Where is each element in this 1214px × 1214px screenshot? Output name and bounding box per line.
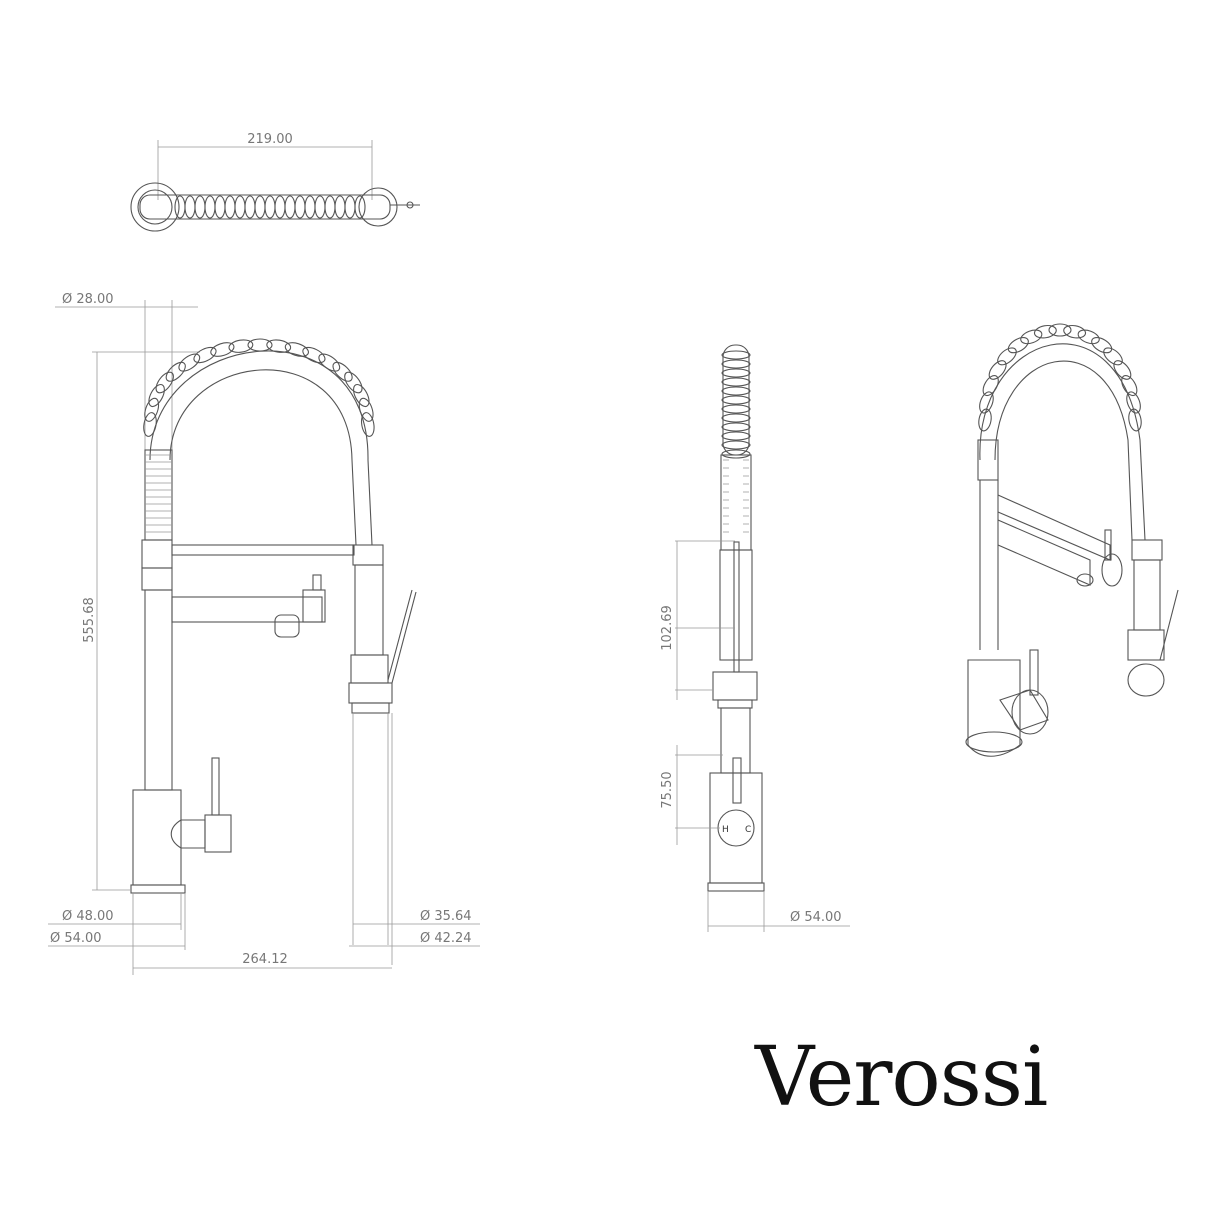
handle-height-label: 75.50 <box>660 771 675 808</box>
spring-coil <box>314 195 326 219</box>
spring-coil <box>721 350 751 360</box>
spring-coil <box>1033 324 1057 339</box>
spring-coil <box>978 408 992 432</box>
spring-coil <box>184 195 196 219</box>
spring-coil <box>144 397 160 422</box>
spring-coil <box>1091 337 1113 354</box>
top-width-label: 219.00 <box>247 132 293 147</box>
top-view: 219.00 <box>130 132 420 232</box>
spring-coil <box>224 195 236 219</box>
spring-coil <box>1128 408 1142 432</box>
spring-coil <box>228 339 254 353</box>
spring-coil <box>1063 324 1087 339</box>
holder-outer-diameter-label: Ø 42.24 <box>420 931 472 946</box>
spring-coil <box>721 422 751 432</box>
spring-coil <box>318 353 341 372</box>
spring-coil <box>266 339 292 353</box>
spring-coil <box>165 361 186 382</box>
isometric-view <box>965 323 1179 757</box>
side-view: H C 102.69 75.50 Ø 54.00 <box>660 344 850 932</box>
spring-coil <box>294 195 306 219</box>
spring-coil <box>1007 337 1029 354</box>
spring-coil <box>344 195 356 219</box>
spring-coil <box>1048 323 1072 337</box>
spring-coil <box>721 431 751 441</box>
spring-coil <box>1077 329 1100 345</box>
spring-coil <box>210 342 235 357</box>
spring-coil <box>247 338 273 352</box>
spring-coil <box>721 368 751 378</box>
front-view: Ø 28.00 555.68 <box>48 292 480 975</box>
side-base-diameter-label: Ø 54.00 <box>790 910 842 925</box>
hot-mark: H <box>722 825 729 835</box>
spring-coil <box>721 413 751 423</box>
spring-coil <box>721 377 751 387</box>
spring-coil <box>1103 347 1123 366</box>
spring-coil <box>721 359 751 369</box>
spring-coil <box>143 412 157 437</box>
spring-coil <box>1113 360 1132 380</box>
spring-coil <box>148 383 165 408</box>
spring-coil <box>360 412 375 437</box>
spring-coil <box>304 195 316 219</box>
spring-coil <box>721 440 751 450</box>
spring-coil <box>721 386 751 396</box>
spring-coil <box>721 395 751 405</box>
spring-coil <box>284 342 309 357</box>
holder-inner-diameter-label: Ø 35.64 <box>420 909 472 924</box>
spring-coil <box>1121 375 1138 397</box>
spray-diameter-label: Ø 28.00 <box>62 292 114 307</box>
reach-label: 264.12 <box>242 952 288 967</box>
spring-coil <box>193 346 217 364</box>
spring-coil <box>344 371 363 394</box>
spring-coil <box>721 449 751 459</box>
spring-coil <box>234 195 246 219</box>
spring-coil <box>204 195 216 219</box>
spring-coil <box>254 195 266 219</box>
spring-coil <box>721 404 751 414</box>
brand-logo: Verossi <box>755 1030 1048 1125</box>
spring-coil <box>302 346 326 364</box>
spring-coil <box>982 375 999 397</box>
height-label: 555.68 <box>82 597 97 643</box>
spring-coil <box>334 195 346 219</box>
spring-coil <box>1126 391 1141 414</box>
spring-coil <box>244 195 256 219</box>
spring-coil <box>274 195 286 219</box>
spring-coil <box>988 360 1007 380</box>
spring-coil <box>194 195 206 219</box>
spring-coil <box>353 383 370 408</box>
spring-coil <box>214 195 226 219</box>
spring-coil <box>997 347 1017 366</box>
cold-mark: C <box>745 825 751 835</box>
base-inner-diameter-label: Ø 48.00 <box>62 909 114 924</box>
spring-coil <box>1020 329 1043 345</box>
spring-coil <box>324 195 336 219</box>
spring-coil <box>979 391 994 414</box>
spring-coil <box>155 371 174 394</box>
spring-coil <box>358 397 374 422</box>
spring-coil <box>332 361 353 382</box>
base-outer-diameter-label: Ø 54.00 <box>50 931 102 946</box>
spring-coil <box>284 195 296 219</box>
spring-coil <box>354 195 366 219</box>
spring-coil <box>264 195 276 219</box>
spout-drop-label: 102.69 <box>660 605 675 651</box>
spring-coil <box>174 195 186 219</box>
spring-coil <box>178 353 201 372</box>
